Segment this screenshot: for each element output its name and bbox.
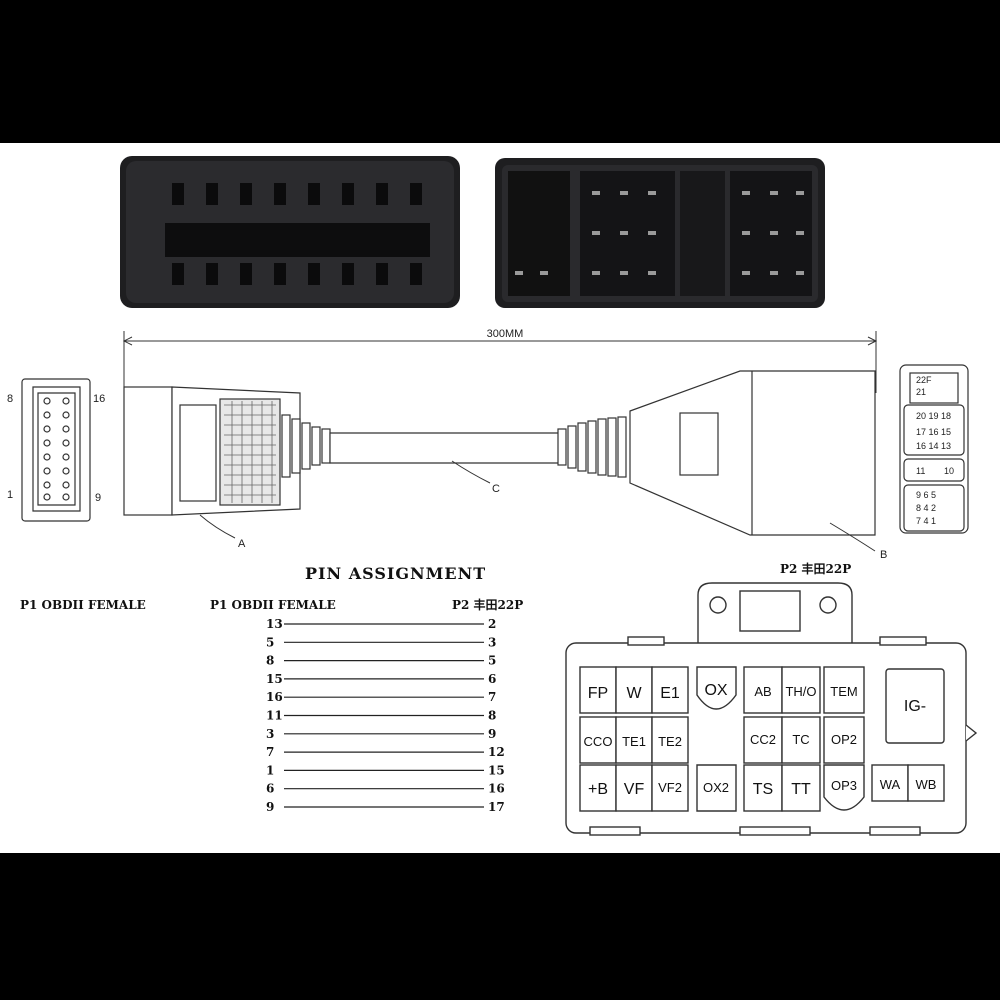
pin-wa: WA	[880, 777, 901, 792]
dimension-label: 300MM	[487, 328, 524, 340]
diagram-sheet: 300MM 8 16 1 9	[0, 143, 1000, 853]
pin-row-p1: 8	[266, 654, 274, 668]
p1-table-header: P1 OBDII FEMALE	[210, 598, 336, 612]
pin-row-p2: 12	[488, 745, 505, 759]
pin-tem: TEM	[830, 684, 857, 699]
pin-op3: OP3	[831, 778, 857, 793]
pin-cco: CCO	[584, 734, 613, 749]
pin-tt: TT	[791, 781, 811, 798]
pin-ox: OX	[704, 682, 727, 699]
obd2-connector-photo	[120, 156, 460, 308]
callout-c: C	[492, 483, 500, 495]
pin-fp: FP	[588, 685, 608, 702]
pin-cc2: CC2	[750, 732, 776, 747]
pin-row-p1: 7	[266, 745, 274, 759]
callout-a: A	[238, 538, 246, 550]
pin-row-p2: 9	[488, 727, 496, 741]
toyota-face-view	[899, 364, 969, 534]
toyota-face-label-2: 20 19 18	[916, 411, 951, 421]
pin-vf2: VF2	[658, 780, 682, 795]
connector-22p-diagram	[565, 582, 978, 836]
pin-row-p1: 3	[266, 727, 274, 741]
pin-row-p1: 5	[266, 635, 274, 649]
toyota-face-label-8: 8 4 2	[916, 503, 936, 513]
toyota-face-pin-labels: 22F 21 20 19 18 17 16 15 16 14 13 11 10 …	[916, 375, 954, 526]
pin-wb: WB	[916, 777, 937, 792]
pin-ts: TS	[753, 781, 773, 798]
cable-side-view	[123, 370, 876, 536]
p2-table-header: P2 丰田22P	[452, 597, 523, 612]
pin-ab: AB	[754, 684, 771, 699]
pin-row-p2: 3	[488, 635, 496, 649]
pin-row: 16 7	[266, 690, 496, 704]
pin-ig: IG-	[904, 698, 926, 715]
dimension-line	[122, 331, 878, 393]
pin-row-p1: 15	[266, 672, 283, 686]
pin-row-p2: 7	[488, 690, 496, 704]
pin-op2: OP2	[831, 732, 857, 747]
callout-b: B	[880, 549, 887, 561]
pin-tc: TC	[792, 732, 809, 747]
toyota-face-label-3: 17 16 15	[916, 427, 951, 437]
pin-row-p1: 1	[266, 763, 274, 777]
pin-row: 13 2	[266, 617, 496, 631]
connector-22p-cell-labels: FP W E1 OX AB TH/O TEM IG- CCO TE1 TE2 C…	[584, 682, 937, 798]
pin-tho: TH/O	[785, 684, 816, 699]
obd-pin-8-label: 8	[7, 393, 13, 405]
pin-te1: TE1	[622, 734, 646, 749]
pin-row: 6 16	[266, 782, 505, 796]
toyota-22p-connector-photo	[495, 158, 825, 308]
pin-row-p2: 5	[488, 654, 496, 668]
toyota-face-label-1: 21	[916, 387, 926, 397]
obd-pin-16-label: 16	[93, 393, 105, 405]
pin-row-p2: 17	[488, 800, 505, 814]
pin-row-p2: 2	[488, 617, 496, 631]
p1-left-header: P1 OBDII FEMALE	[20, 598, 146, 612]
pin-row-p1: 13	[266, 617, 283, 631]
pin-assignment-title: PIN ASSIGNMENT	[305, 564, 486, 583]
pin-row-p1: 16	[266, 690, 283, 704]
toyota-face-label-0: 22F	[916, 375, 932, 385]
pin-row: 7 12	[266, 745, 505, 759]
obd2-face-view	[21, 378, 91, 522]
pin-row-p2: 8	[488, 709, 496, 723]
toyota-face-label-9: 7 4 1	[916, 516, 936, 526]
pin-row: 9 17	[266, 800, 505, 814]
pin-row-p2: 6	[488, 672, 496, 686]
obd-pin-9-label: 9	[95, 492, 101, 504]
pin-w: W	[626, 685, 642, 702]
diagram-canvas: 300MM 8 16 1 9	[7, 156, 978, 836]
pin-e1: E1	[660, 685, 680, 702]
pin-te2: TE2	[658, 734, 682, 749]
pin-row-p1: 6	[266, 782, 274, 796]
pin-ox2: OX2	[703, 780, 729, 795]
pin-plus-b: +B	[588, 781, 608, 798]
pin-vf: VF	[624, 781, 645, 798]
pin-row: 15 6	[266, 672, 496, 686]
pin-row-p1: 11	[266, 709, 283, 723]
pin-row: 1 15	[266, 763, 505, 777]
toyota-face-label-4: 16 14 13	[916, 441, 951, 451]
pin-row-p2: 16	[488, 782, 505, 796]
toyota-face-label-7: 9 6 5	[916, 490, 936, 500]
connector-22p-title: P2 丰田22P	[780, 561, 851, 576]
obd-pin-1-label: 1	[7, 489, 13, 501]
toyota-face-label-5: 11	[916, 466, 925, 476]
toyota-face-label-6: 10	[944, 466, 954, 476]
pin-row-p1: 9	[266, 800, 274, 814]
pin-row: 11 8	[266, 709, 496, 723]
pin-row-p2: 15	[488, 763, 505, 777]
